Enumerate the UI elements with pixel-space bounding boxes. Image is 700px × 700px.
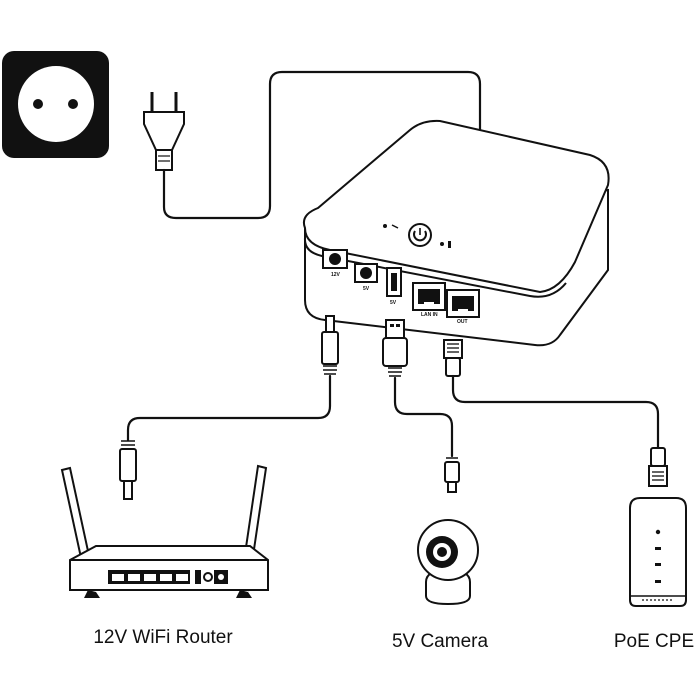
label-camera: 5V Camera [392,631,489,652]
port-label-lan-in: LAN IN [421,312,438,318]
led-indicator [440,242,444,246]
port-label-out: OUT [457,319,468,325]
lan-in-port[interactable]: LAN IN [412,282,446,318]
eu-plug-icon [143,92,185,171]
dc-12v-cable [126,374,332,442]
dc-jack-icon [321,315,339,375]
power-cable [162,70,482,220]
label-router: 12V WiFi Router [93,627,233,648]
rj45-plug-icon [648,447,668,487]
port-label-5v: 5V [363,286,370,292]
port-label-12v: 12V [331,272,341,278]
label-cpe: PoE CPE [614,631,694,652]
poe-out-port[interactable]: OUT [446,289,480,325]
power-button-icon[interactable] [408,223,432,247]
micro-usb-plug-icon [444,457,460,493]
rj45-plug-icon [443,339,463,377]
wifi-router [60,464,269,598]
port-label-usb-5v: 5V [390,300,397,306]
dc-jack-icon [119,440,137,500]
led-indicator [383,224,387,228]
poe-cpe [629,497,687,607]
dc-5v-port[interactable]: 5V [354,263,378,292]
dc-12v-port[interactable]: 12V [322,249,348,278]
usb-cable [393,376,454,458]
usb-5v-port[interactable]: 5V [386,267,402,306]
ethernet-cable [451,374,660,450]
security-camera [417,519,479,606]
usb-a-plug-icon [382,319,408,377]
mini-ups-device: 12V 5V 5V LAN IN OUT [302,119,610,347]
power-socket-icon [2,51,109,158]
